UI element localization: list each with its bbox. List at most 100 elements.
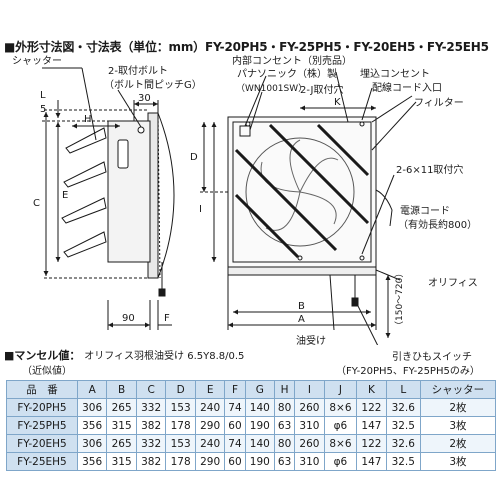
value-cell: 315 — [106, 416, 137, 435]
value-cell: 147 — [356, 452, 387, 471]
value-cell: 63 — [274, 416, 296, 435]
side-bracket — [117, 139, 129, 169]
dim-D: D — [190, 152, 198, 163]
side-view — [42, 67, 175, 330]
dim-A: A — [298, 314, 305, 325]
label-shutter: シャッター — [12, 55, 62, 67]
dimension-drawing: シャッター 2-取付ボルト （ボルト間ピッチG） 30 L 5 H C E 90… — [12, 54, 478, 345]
value-cell: 190 — [244, 416, 276, 435]
munsell-note: （近似値） — [22, 366, 72, 377]
munsell-value: オリフィス羽根油受け 6.5Y8.8/0.5 — [84, 351, 245, 362]
dim-B: B — [298, 301, 305, 312]
value-cell: 2枚 — [419, 434, 497, 453]
label-pull-switch-note: （FY-20PH5、FY-25PH5のみ） — [336, 366, 480, 377]
table-header-cell: I — [294, 380, 325, 399]
fan-circle — [245, 137, 355, 247]
dim-E: E — [62, 190, 68, 201]
value-cell: 32.5 — [385, 416, 421, 435]
table-header-cell: L — [385, 380, 421, 399]
mount-hole-2 — [359, 121, 365, 127]
value-cell: 240 — [194, 434, 226, 453]
front-labels: 内部コンセント（別売品） パナソニック（株）製 （WN1001SW） 埋込コンセ… — [190, 54, 478, 345]
value-cell: 260 — [294, 398, 325, 417]
value-cell: 265 — [106, 434, 137, 453]
value-cell: 356 — [76, 452, 108, 471]
table-header-cell: C — [135, 380, 167, 399]
shutter-blades — [61, 127, 107, 258]
label-filter: フィルター — [414, 97, 464, 109]
mount-hole-4 — [297, 255, 303, 261]
value-cell: 60 — [224, 416, 246, 435]
value-cell: φ6 — [323, 452, 358, 471]
value-cell: 265 — [106, 398, 137, 417]
value-cell: 382 — [135, 452, 167, 471]
value-cell: 80 — [274, 398, 296, 417]
value-cell: 63 — [274, 452, 296, 471]
label-power-cord: 電源コード — [400, 204, 450, 217]
label-pull-switch: 引きひもスイッチ — [392, 352, 472, 363]
label-two-j: 2-J取付穴 — [300, 83, 343, 96]
value-cell: 178 — [165, 452, 196, 471]
value-cell: 8×6 — [323, 398, 358, 417]
table-header-cell: B — [106, 380, 137, 399]
value-cell: 60 — [224, 452, 246, 471]
value-cell: 140 — [244, 398, 276, 417]
value-cell: 306 — [76, 398, 108, 417]
value-cell: 32.6 — [385, 434, 421, 453]
label-pull-range: （150～720） — [394, 269, 405, 330]
label-holes: 2-6×11取付穴 — [396, 163, 463, 176]
value-cell: 190 — [244, 452, 276, 471]
label-inner-outlet: 内部コンセント（別売品） — [232, 54, 352, 67]
label-bolt-pitch: （ボルト間ピッチG） — [104, 79, 202, 91]
label-bolt: 2-取付ボルト — [108, 64, 168, 77]
side-body — [107, 120, 151, 263]
side-grille — [157, 112, 175, 279]
value-cell: φ6 — [323, 416, 358, 435]
value-cell: 290 — [194, 452, 226, 471]
dim-30: 30 — [138, 93, 151, 104]
value-cell: 310 — [294, 416, 325, 435]
value-cell: 8×6 — [323, 434, 358, 453]
table-header-cell: D — [165, 380, 196, 399]
dim-L: L — [40, 90, 46, 101]
munsell-label: ■マンセル値： — [4, 349, 81, 362]
value-cell: 332 — [135, 398, 167, 417]
value-cell: 332 — [135, 434, 167, 453]
value-cell: 3枚 — [419, 452, 497, 471]
value-cell: 32.5 — [385, 452, 421, 471]
value-cell: 178 — [165, 416, 196, 435]
value-cell: 310 — [294, 452, 325, 471]
table-header-cell: G — [244, 380, 276, 399]
value-cell: 80 — [274, 434, 296, 453]
value-cell: 74 — [224, 398, 246, 417]
oil-tray — [227, 266, 377, 276]
value-cell: 122 — [356, 434, 387, 453]
value-cell: 260 — [294, 434, 325, 453]
power-cord-line — [375, 189, 393, 227]
value-cell: 315 — [106, 452, 137, 471]
model-cell: FY-25EH5 — [6, 452, 78, 471]
table-header-cell: H — [274, 380, 296, 399]
value-cell: 122 — [356, 398, 387, 417]
model-cell: FY-20PH5 — [6, 398, 78, 417]
table-header-cell: F — [224, 380, 246, 399]
value-cell: 240 — [194, 398, 226, 417]
dim-C: C — [33, 198, 40, 209]
value-cell: 153 — [165, 434, 196, 453]
value-cell: 140 — [244, 434, 276, 453]
label-oil-tray: 油受け — [296, 334, 326, 345]
label-cord-length: （有効長約800） — [398, 218, 477, 231]
dim-90: 90 — [122, 313, 135, 324]
bolt-marker — [137, 126, 145, 134]
model-cell: FY-20EH5 — [6, 434, 78, 453]
front-shutter-bars — [234, 123, 370, 259]
front-view — [200, 71, 417, 345]
value-cell: 356 — [76, 416, 108, 435]
